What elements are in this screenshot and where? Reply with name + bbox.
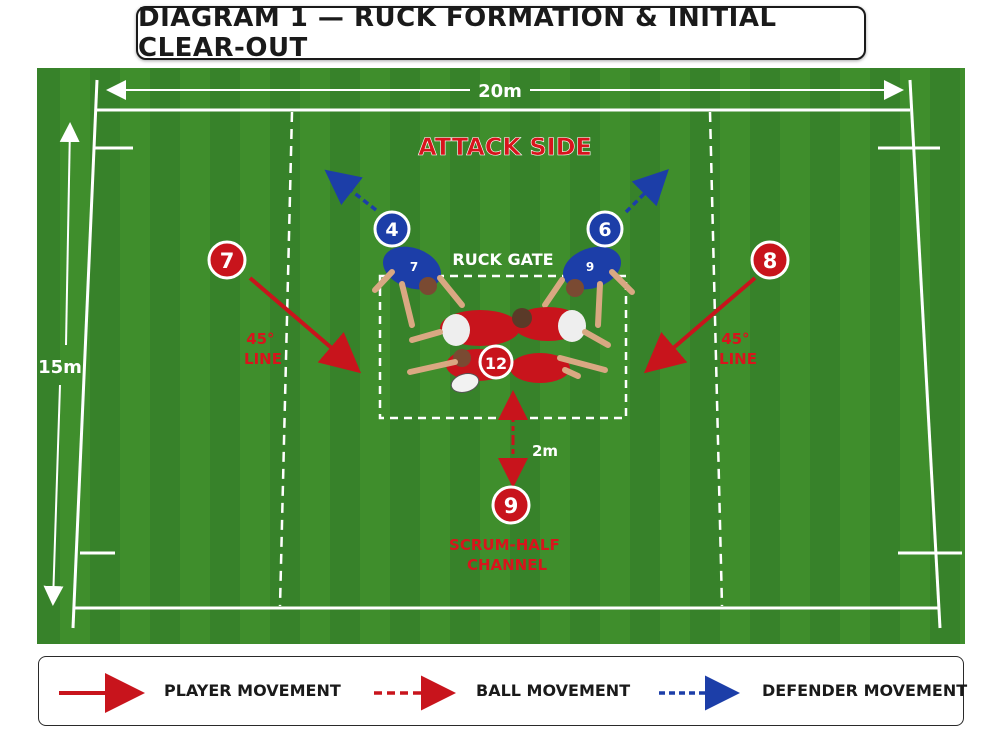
scrum-half-label: SCRUM-HALF CHANNEL: [449, 536, 565, 574]
player-6-marker[interactable]: 6: [586, 210, 624, 248]
svg-text:9: 9: [504, 494, 519, 518]
defender-6-movement-arrow: [624, 169, 669, 214]
legend: PLAYER MOVEMENT BALL MOVEMENT DEFENDER M…: [38, 656, 968, 726]
svg-text:7: 7: [410, 260, 418, 274]
svg-text:7: 7: [220, 249, 235, 273]
legend-player-movement-label: PLAYER MOVEMENT: [164, 681, 341, 700]
diagram-title: DIAGRAM 1 — RUCK FORMATION & INITIAL CLE…: [138, 3, 777, 63]
player-9-marker[interactable]: 9: [491, 485, 531, 525]
svg-text:8: 8: [763, 249, 778, 273]
height-dimension-arrow: [59, 122, 80, 346]
right-45-line-label: 45° LINE: [719, 330, 757, 368]
height-label: 15m: [38, 357, 82, 378]
title-box: DIAGRAM 1 — RUCK FORMATION & INITIAL CLE…: [136, 3, 866, 63]
field-lines: [71, 79, 962, 629]
attack-side-label: ATTACK SIDE: [418, 133, 592, 161]
ruck-gate-label: RUCK GATE: [452, 250, 553, 269]
player-7-marker[interactable]: 7: [207, 240, 247, 280]
player-4-marker[interactable]: 4: [373, 210, 411, 248]
svg-text:4: 4: [385, 219, 398, 241]
left-45-line-label: 45° LINE: [244, 330, 282, 368]
ruck-players-illustration: 7 9: [372, 246, 635, 393]
player-12-marker[interactable]: 12: [478, 344, 514, 380]
player-8-marker[interactable]: 8: [750, 240, 790, 280]
distance-label: 2m: [532, 442, 558, 460]
svg-text:6: 6: [598, 219, 611, 241]
legend-symbols: [59, 673, 740, 713]
svg-text:9: 9: [586, 260, 594, 274]
player-8-movement-arrow: [643, 276, 757, 374]
player-7-movement-arrow: [248, 276, 362, 374]
svg-text:12: 12: [485, 354, 507, 373]
width-label: 20m: [478, 81, 522, 102]
legend-ball-movement-label: BALL MOVEMENT: [476, 681, 631, 700]
legend-defender-movement-label: DEFENDER MOVEMENT: [762, 681, 968, 700]
